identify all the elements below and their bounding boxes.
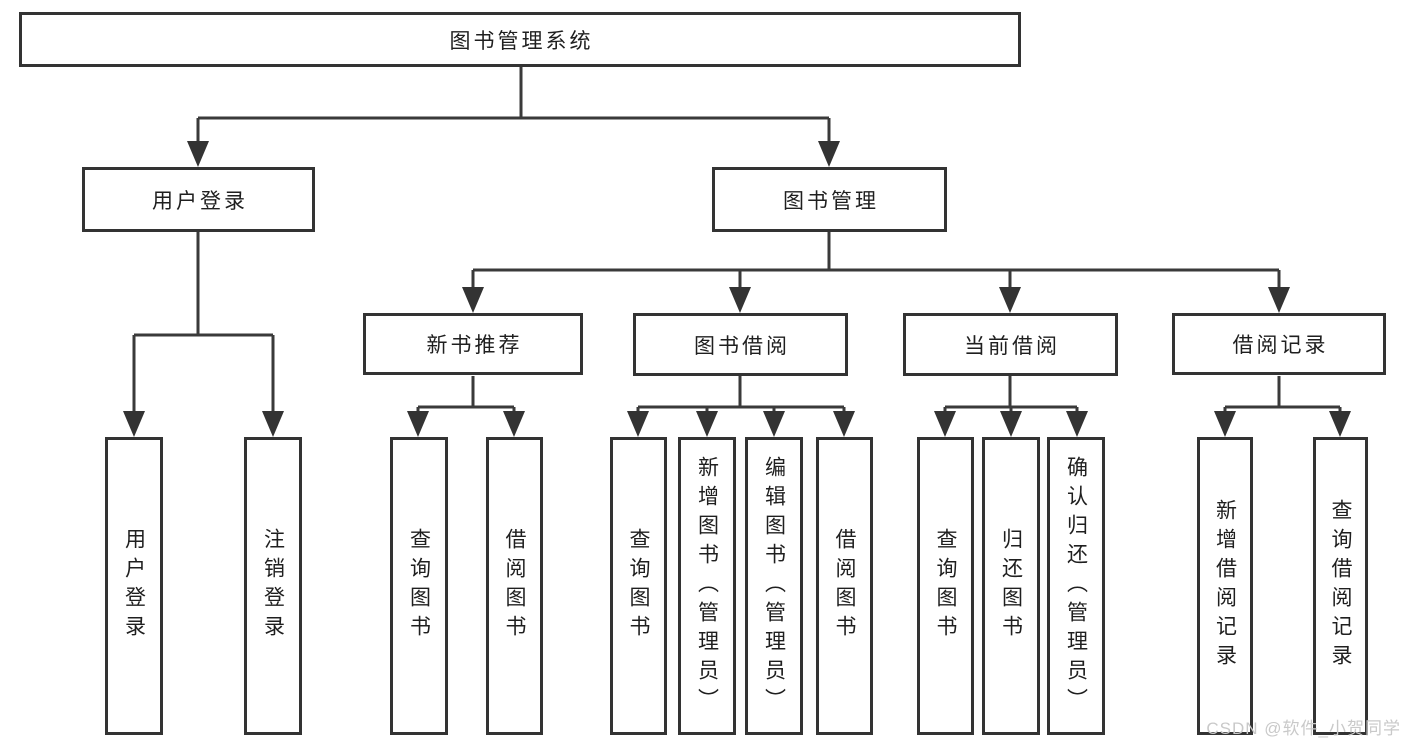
node-root-library-management-system: 图书管理系统: [19, 12, 1021, 67]
leaf-records-query-borrow-record: 查询借阅记录: [1313, 437, 1368, 735]
node-book-borrowing: 图书借阅: [633, 313, 848, 376]
leaf-user-login: 用户登录: [105, 437, 163, 735]
leaf-records-add-borrow-record: 新增借阅记录: [1197, 437, 1253, 735]
leaf-borrowing-borrow-books: 借阅图书: [816, 437, 873, 735]
csdn-watermark: CSDN @软件_小贺同学: [1206, 719, 1401, 738]
arrowheads: [123, 141, 1351, 437]
leaf-borrowing-add-books-admin: 新增图书（管理员）: [678, 437, 736, 735]
node-book-management: 图书管理: [712, 167, 947, 232]
leaf-newbook-query-books: 查询图书: [390, 437, 448, 735]
leaf-borrowing-query-books: 查询图书: [610, 437, 667, 735]
leaf-logout: 注销登录: [244, 437, 302, 735]
leaf-current-return-books: 归还图书: [982, 437, 1040, 735]
node-borrowing-records: 借阅记录: [1172, 313, 1386, 375]
node-user-login: 用户登录: [82, 167, 315, 232]
leaf-newbook-borrow-books: 借阅图书: [486, 437, 543, 735]
leaf-current-confirm-return-admin: 确认归还（管理员）: [1047, 437, 1105, 735]
node-new-book-recommendation: 新书推荐: [363, 313, 583, 375]
node-current-borrowing: 当前借阅: [903, 313, 1118, 376]
leaf-borrowing-edit-books-admin: 编辑图书（管理员）: [745, 437, 803, 735]
leaf-current-query-books: 查询图书: [917, 437, 974, 735]
